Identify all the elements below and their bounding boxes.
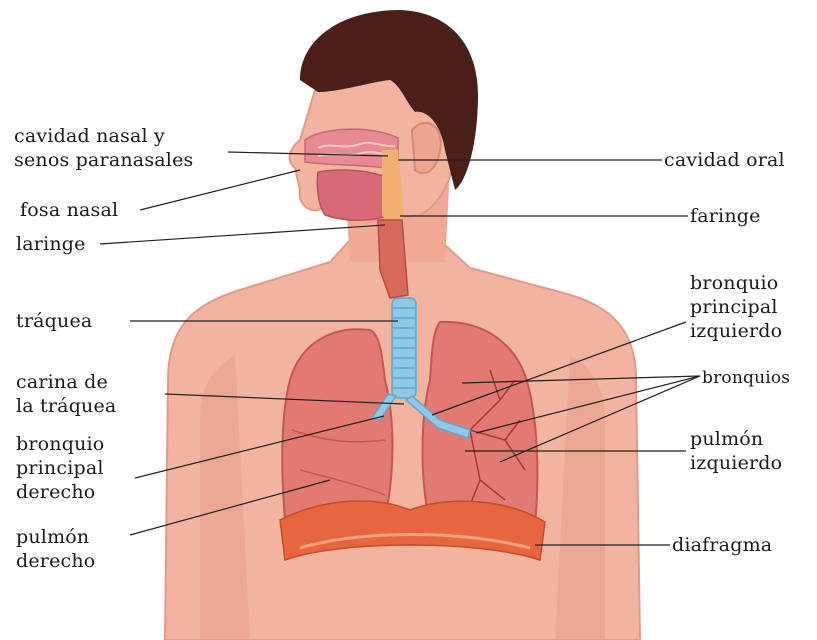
label-line: principal <box>690 295 782 319</box>
label-line: cavidad nasal y <box>14 124 193 148</box>
leader-fosa-nasal <box>140 170 300 210</box>
label-fosa-nasal: fosa nasal <box>20 198 118 222</box>
label-faringe: faringe <box>690 204 761 228</box>
label-line: derecho <box>16 549 95 573</box>
leader-laringe <box>100 225 385 244</box>
label-bronquio-derecho: bronquio principal derecho <box>16 432 104 504</box>
label-laringe: laringe <box>16 232 86 256</box>
label-line: bronquio <box>690 271 782 295</box>
label-line: derecho <box>16 480 104 504</box>
label-line: principal <box>16 456 104 480</box>
label-line: carina de <box>16 370 116 394</box>
label-line: senos paranasales <box>14 148 193 172</box>
label-carina: carina de la tráquea <box>16 370 116 418</box>
label-bronquio-izquierdo: bronquio principal izquierdo <box>690 271 782 343</box>
label-pulmon-derecho: pulmón derecho <box>16 525 95 573</box>
label-line: la tráquea <box>16 394 116 418</box>
label-line: izquierdo <box>690 319 782 343</box>
label-pulmon-izquierdo: pulmón izquierdo <box>690 427 782 475</box>
oral-cavity <box>317 170 390 220</box>
label-line: pulmón <box>690 427 782 451</box>
label-bronquios: bronquios <box>702 366 790 390</box>
label-line: bronquio <box>16 432 104 456</box>
label-traquea: tráquea <box>16 309 92 333</box>
label-line: pulmón <box>16 525 95 549</box>
label-line: izquierdo <box>690 451 782 475</box>
label-cavidad-nasal: cavidad nasal y senos paranasales <box>14 124 193 172</box>
label-cavidad-oral: cavidad oral <box>664 148 785 172</box>
label-diafragma: diafragma <box>672 533 772 557</box>
